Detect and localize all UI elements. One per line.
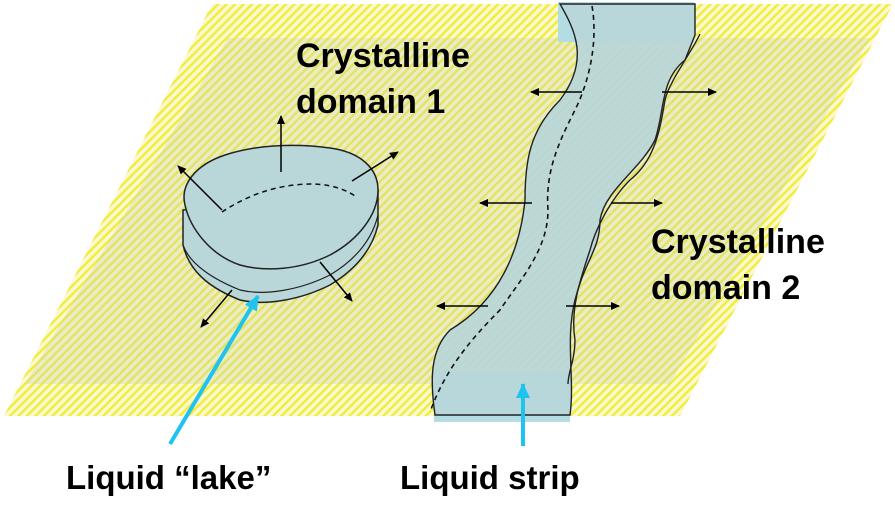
liquid-lake-label: Liquid “lake” bbox=[66, 459, 272, 496]
domain2-label-line2: domain 2 bbox=[651, 269, 801, 307]
lake-arrow-up-right bbox=[351, 151, 399, 182]
lake-arrow-up-left bbox=[177, 165, 223, 211]
pointer-arrows bbox=[168, 294, 530, 446]
liquid-strip-label: Liquid strip bbox=[400, 459, 580, 496]
domain1-label-line2: domain 1 bbox=[296, 83, 446, 121]
growth-arrows bbox=[177, 88, 717, 328]
lake-arrow-down-right bbox=[319, 261, 353, 302]
domain2-label-line1: Crystalline bbox=[651, 223, 825, 261]
lake-pointer-arrow bbox=[168, 294, 260, 446]
liquid-strip bbox=[429, 2, 701, 422]
strip-dashed-centerline bbox=[429, 5, 595, 413]
strip-second-edge bbox=[567, 33, 701, 385]
domain1-label-line1: Crystalline bbox=[296, 37, 470, 75]
lake-dashed-line bbox=[221, 183, 356, 213]
lake-arrow-down-left bbox=[200, 289, 233, 328]
